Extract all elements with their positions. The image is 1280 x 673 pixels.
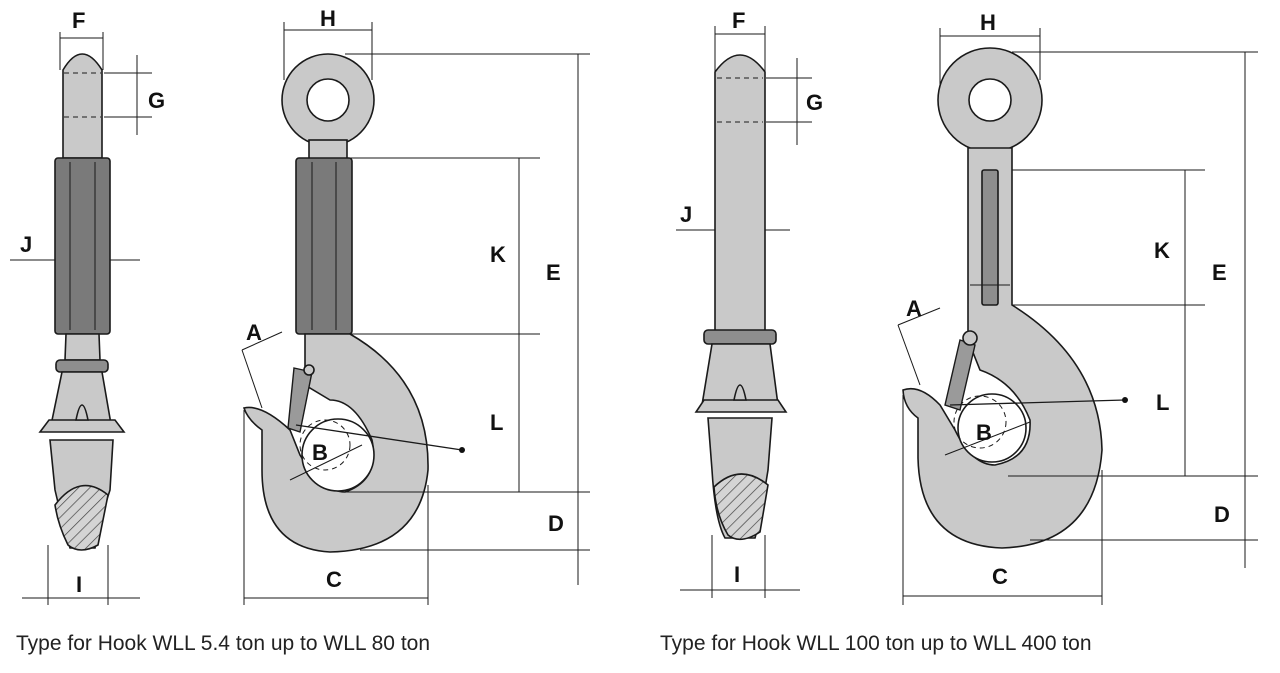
label-g: G [148,88,165,113]
label-d-right: D [1214,502,1230,527]
right-side-view [694,54,788,541]
left-front-dimensions [241,22,590,605]
left-front-view [242,53,465,553]
label-b: B [312,440,328,465]
right-front-dimensions [897,28,1258,605]
label-e: E [546,260,561,285]
label-l: L [490,410,503,435]
label-a: A [246,320,262,345]
label-h: H [320,6,336,31]
caption-left: Type for Hook WLL 5.4 ton up to WLL 80 t… [16,632,431,655]
label-a-right: A [906,296,922,321]
left-side-view [38,53,126,551]
right-side-dimensions [676,26,812,598]
label-k-right: K [1154,238,1170,263]
label-j: J [20,232,32,257]
caption-right: Type for Hook WLL 100 ton up to WLL 400 … [660,632,1092,655]
label-c: C [326,567,342,592]
label-f-right: F [732,8,745,33]
label-g-right: G [806,90,823,115]
label-h-right: H [980,10,996,35]
label-k: K [490,242,506,267]
label-b-right: B [976,420,992,445]
label-j-right: J [680,202,692,227]
label-d: D [548,511,564,536]
label-c-right: C [992,564,1008,589]
left-side-dimensions [10,32,152,605]
label-e-right: E [1212,260,1227,285]
label-i: I [76,572,82,597]
right-front-view [902,47,1128,549]
label-l-right: L [1156,390,1169,415]
label-f: F [72,8,85,33]
label-i-right: I [734,562,740,587]
